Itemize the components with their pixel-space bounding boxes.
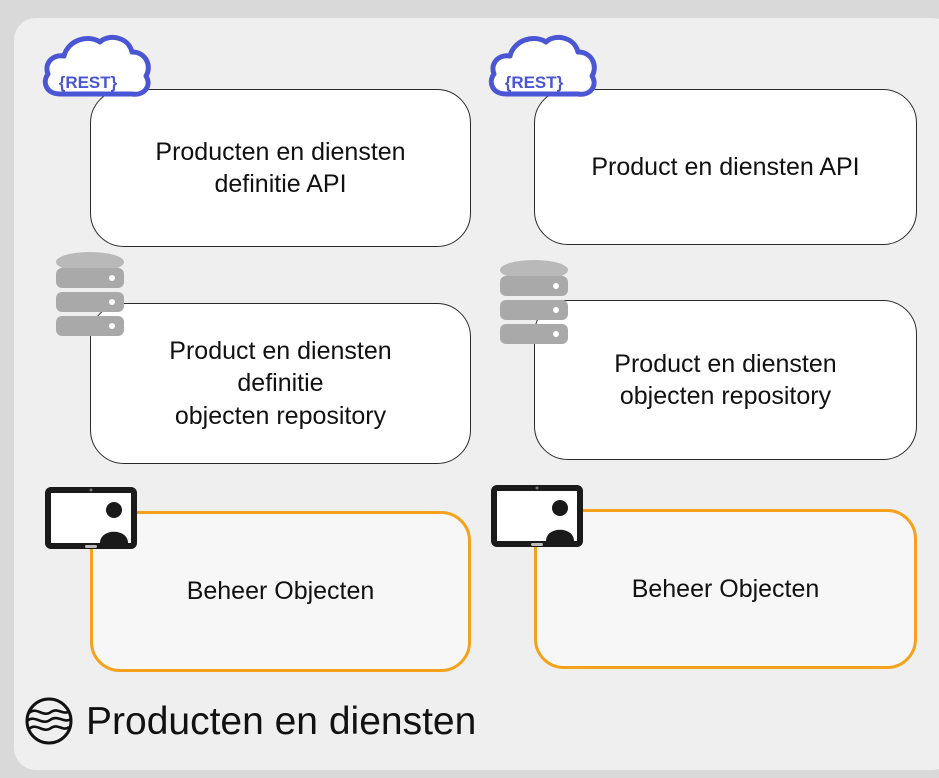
rest-label: {REST} <box>505 73 564 92</box>
wave-sphere-icon <box>25 697 73 745</box>
database-icon <box>500 260 568 344</box>
api-box-left: Producten en diensten definitie API <box>90 89 471 247</box>
repository-box-right: Product en diensten objecten repository <box>534 300 917 460</box>
database-icon <box>56 252 124 336</box>
repository-box-left: Product en diensten definitie objecten r… <box>90 303 471 464</box>
rest-cloud-icon: {REST} <box>488 34 597 97</box>
admin-box-left: Beheer Objecten <box>90 511 471 672</box>
admin-box-right: Beheer Objecten <box>534 509 917 669</box>
tablet-user-icon <box>45 487 137 549</box>
tablet-user-icon <box>491 485 583 547</box>
api-box-right: Product en diensten API <box>534 89 917 245</box>
footer-title: Producten en diensten <box>86 700 477 743</box>
rest-label: {REST} <box>59 73 118 92</box>
rest-cloud-icon: {REST} <box>42 34 151 97</box>
